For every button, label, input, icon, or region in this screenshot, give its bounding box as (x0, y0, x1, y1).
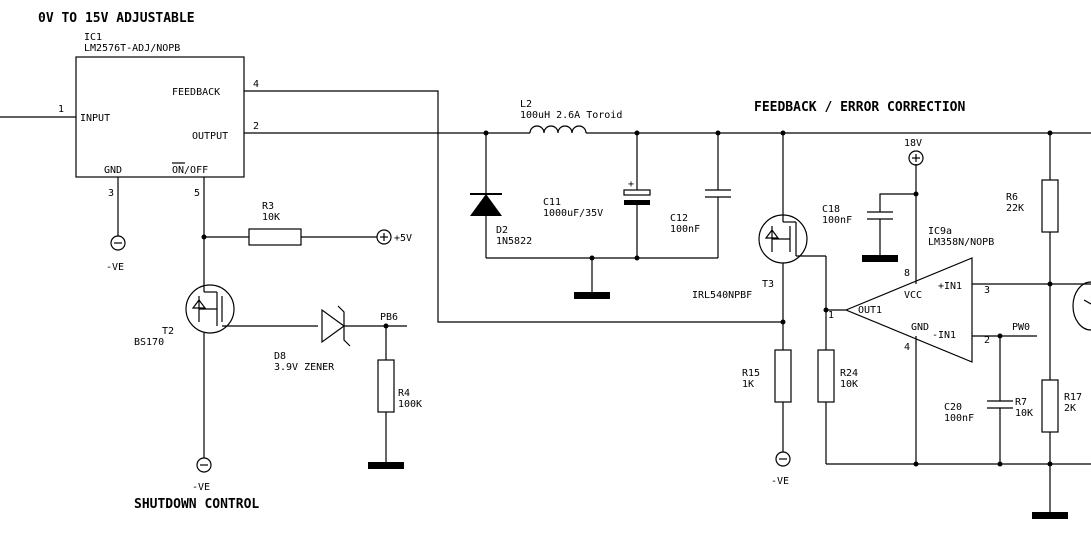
t3-value: IRL540NPBF (692, 290, 752, 301)
r4-resistor: R4 100K (368, 326, 422, 469)
r24-ref: R24 (840, 368, 858, 379)
c11-ref: C11 (543, 197, 561, 208)
ic1-pinnum-4: 4 (253, 79, 259, 90)
ic1-pin-output: OUTPUT (192, 131, 228, 142)
ve-terminal-1: -VE (106, 235, 126, 273)
t3-mosfet: T3 IRL540NPBF (692, 133, 827, 310)
gnd-symbol-5 (1032, 512, 1068, 519)
c12-value: 100nF (670, 224, 700, 235)
c20-capacitor: C20 100nF (944, 336, 1013, 467)
r7-value: 10K (1015, 408, 1033, 419)
ic1-pinnum-3: 3 (108, 188, 114, 199)
opamp-pin4: 4 (904, 342, 910, 353)
r15-value: 1K (742, 379, 754, 390)
title-top-left: 0V TO 15V ADJUSTABLE (38, 11, 195, 26)
r4-ref: R4 (398, 388, 410, 399)
title-shutdown: SHUTDOWN CONTROL (134, 497, 259, 512)
r15-ref: R15 (742, 368, 760, 379)
opamp-out: OUT1 (858, 305, 882, 316)
r17-resistor: R17 2K (1032, 379, 1082, 519)
ic9a-value: LM358N/NOPB (928, 237, 994, 248)
r6-resistor: R6 22K (1006, 133, 1059, 380)
v18-label: 18V (904, 138, 922, 149)
opamp-pin3: 3 (984, 285, 990, 296)
c12-ref: C12 (670, 213, 688, 224)
ic1-pinnum-1: 1 (58, 104, 64, 115)
plus5v-label: +5V (394, 233, 412, 244)
r6-value: 22K (1006, 203, 1024, 214)
d2-value: 1N5822 (496, 236, 532, 247)
c20-value: 100nF (944, 413, 974, 424)
ve-label-3: -VE (771, 476, 789, 487)
title-feedback: FEEDBACK / ERROR CORRECTION (754, 100, 965, 115)
pw0-label: PW0 (1012, 322, 1030, 333)
r7-ref: R7 (1015, 397, 1027, 408)
r24-resistor: R24 10K (817, 307, 858, 464)
l2-ref: L2 (520, 99, 532, 110)
r3-ref: R3 (262, 201, 274, 212)
pb6-label: PB6 (380, 312, 398, 323)
ic1-part: LM2576T-ADJ/NOPB (84, 43, 180, 54)
l2-inductor: L2 100uH 2.6A Toroid (520, 99, 622, 134)
opamp-inp: +IN1 (938, 281, 962, 292)
partial-symbol-edge (1072, 281, 1091, 331)
r4-value: 100K (398, 399, 422, 410)
t3-ref: T3 (762, 279, 774, 290)
ic1-pinnum-5: 5 (194, 188, 200, 199)
ic9a-ref: IC9a (928, 226, 952, 237)
t2-ref: T2 (162, 326, 174, 337)
plus5v-terminal: +5V (376, 229, 412, 245)
wire-feedback (244, 90, 783, 323)
r17-value: 2K (1064, 403, 1076, 414)
opamp-vcc: VCC (904, 290, 922, 301)
ic1-pin-gnd: GND (104, 165, 122, 176)
ic1-pin-input: INPUT (80, 113, 110, 124)
ic1: IC1 LM2576T-ADJ/NOPB INPUT FEEDBACK OUTP… (58, 32, 259, 199)
opamp-inn: -IN1 (932, 330, 956, 341)
ve-terminal-2: -VE (192, 457, 212, 493)
opamp-gnd: GND (911, 322, 929, 333)
gnd-symbol-3 (368, 462, 404, 469)
l2-value: 100uH 2.6A Toroid (520, 110, 622, 121)
opamp-pin1: 1 (828, 310, 834, 321)
c11-value: 1000uF/35V (543, 208, 603, 219)
r15-resistor: R15 1K (742, 349, 792, 452)
d2-ref: D2 (496, 225, 508, 236)
c20-ref: C20 (944, 402, 962, 413)
d8-value: 3.9V ZENER (274, 362, 335, 373)
c11-plus: + (628, 179, 634, 190)
c18-capacitor: C18 100nF (822, 193, 916, 262)
gnd-symbol-1 (574, 292, 610, 299)
d2-diode: D2 1N5822 (470, 133, 532, 258)
ic9a-opamp: OUT1 VCC GND +IN1 -IN1 8 4 3 2 1 IC9a LM… (826, 226, 994, 363)
gnd-symbol-2 (862, 255, 898, 262)
c18-value: 100nF (822, 215, 852, 226)
ve-label-1: -VE (106, 262, 124, 273)
opamp-pin2: 2 (984, 335, 990, 346)
c12-capacitor: C12 100nF (670, 133, 731, 258)
c18-ref: C18 (822, 204, 840, 215)
partial-symbol-mark (1083, 299, 1091, 305)
t2-mosfet: T2 BS170 (134, 284, 318, 348)
d8-ref: D8 (274, 351, 286, 362)
r3-resistor: R3 10K (204, 201, 377, 246)
ve-terminal-3: -VE (771, 451, 791, 487)
d8-zener: D8 3.9V ZENER (274, 305, 407, 373)
opamp-pin8: 8 (904, 268, 910, 279)
v18-terminal: 18V (904, 138, 924, 166)
r24-value: 10K (840, 379, 858, 390)
ve-label-2: -VE (192, 482, 210, 493)
ic1-pinnum-2: 2 (253, 121, 259, 132)
c11-capacitor: + C11 1000uF/35V (543, 133, 651, 258)
ic1-pin-feedback: FEEDBACK (172, 87, 220, 98)
ic1-ref: IC1 (84, 32, 102, 43)
r17-ref: R17 (1064, 392, 1082, 403)
r6-ref: R6 (1006, 192, 1018, 203)
t2-value: BS170 (134, 337, 164, 348)
r3-value: 10K (262, 212, 280, 223)
ic1-pin-onoff: ON/OFF (172, 165, 208, 176)
